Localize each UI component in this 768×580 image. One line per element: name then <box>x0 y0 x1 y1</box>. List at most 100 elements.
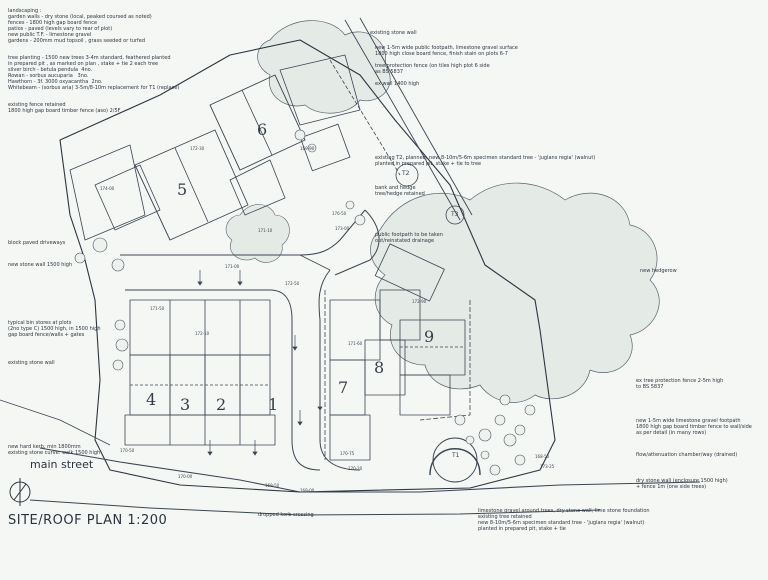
footpath-diagonal <box>344 19 461 221</box>
bottom-right-notes: limestone gravel around trees, dry stone… <box>478 508 650 532</box>
tree-symbol <box>514 454 526 466</box>
tree-symbol <box>514 424 526 436</box>
terrace-front-gardens <box>124 414 276 446</box>
unit-number: 1 <box>268 395 279 414</box>
main-street-west <box>0 399 111 446</box>
fence-ne <box>329 59 401 176</box>
plot-5-garden <box>69 144 146 241</box>
spot-level: 171-50 <box>150 306 165 311</box>
footpath-diagonal-edge <box>359 17 473 216</box>
access-road-inner <box>125 289 321 471</box>
tree-planting-notes: tree planting - 1500 new trees 3-4m stan… <box>8 55 180 91</box>
tree-symbol <box>115 338 129 352</box>
existing-stone-wall-note: existing stone wall <box>8 360 55 366</box>
tree-canopy-east <box>370 182 660 403</box>
tree-symbol <box>480 450 490 460</box>
spot-level: 170-20 <box>348 466 363 471</box>
spot-level: 169-00 <box>300 488 315 493</box>
tree-symbol <box>354 214 366 226</box>
main-street-south-edge <box>29 499 601 516</box>
plot-9-garden <box>399 374 451 416</box>
plot-6-ridge <box>241 89 273 156</box>
new-hedgerow-note: new hedgerow <box>640 268 677 274</box>
tree-canopy-west <box>225 204 290 263</box>
tree-symbol <box>499 394 511 406</box>
spot-level: 173-25 <box>540 464 555 469</box>
plot-7-garden <box>329 299 381 361</box>
tree-symbol <box>489 464 501 476</box>
spot-level: 169-90 <box>300 146 315 151</box>
spot-level: 172-90 <box>412 299 427 304</box>
tree-protection-note: ex tree protection fence 2-5m high to BS… <box>636 378 724 390</box>
access-road-east <box>318 269 361 471</box>
spot-level: 173-00 <box>335 226 350 231</box>
tree-symbol <box>503 433 517 447</box>
tree-t2 <box>395 163 419 187</box>
spot-level: 172-10 <box>195 331 210 336</box>
fall-arrow-head <box>237 281 243 286</box>
spot-level: 171-10 <box>258 228 273 233</box>
unit-number: 6 <box>257 120 268 139</box>
tree-symbol <box>74 252 86 264</box>
site-boundary <box>59 39 556 493</box>
tree-t3 <box>445 205 465 225</box>
tree-tag-t1: T1 <box>452 452 460 459</box>
tree-symbol <box>112 359 124 371</box>
unit-number: 9 <box>424 327 435 346</box>
access-road-mid <box>299 254 331 271</box>
fall-arrow-head <box>297 421 303 426</box>
plot-7-front <box>329 414 371 461</box>
fence-notes: existing fence retained 1800 high gap bo… <box>8 102 121 114</box>
spot-level: 171-00 <box>225 264 240 269</box>
spot-level: 170-75 <box>340 451 355 456</box>
spot-level: 169-50 <box>265 483 280 488</box>
dropped-kerb-note: dropped kerb crossing <box>258 512 314 518</box>
fence-east-plots <box>324 290 471 460</box>
east-footpath-note: new 1-5m wide limestone gravel footpath … <box>636 418 752 436</box>
spot-level: 171-60 <box>348 341 363 346</box>
plot-5-garage <box>94 164 161 231</box>
tree-t1 <box>432 437 478 483</box>
plot-6-garden <box>279 54 361 126</box>
plot-5-footprint <box>134 129 249 241</box>
tree-symbol <box>478 428 492 442</box>
spot-level: 174-00 <box>100 186 115 191</box>
tree-symbol <box>92 237 108 253</box>
tree-symbol <box>307 143 317 153</box>
tree-canopy-north <box>257 20 391 114</box>
fall-arrow-head <box>252 451 258 456</box>
tree-t1-wall <box>429 448 481 476</box>
tree-symbol <box>294 129 306 141</box>
unit-number: 5 <box>177 180 188 199</box>
street-label: main street <box>30 458 94 471</box>
spot-level: 176-50 <box>332 211 347 216</box>
plot-6-footprint <box>209 74 306 171</box>
spot-level: 172-30 <box>190 146 205 151</box>
flow-control-note: flow/attenuation chamber/way (drained) <box>636 452 738 458</box>
north-east-notes: new 1-5m wide public footpath, limestone… <box>375 45 518 87</box>
access-road-turn <box>334 209 380 276</box>
tree-symbol <box>524 404 536 416</box>
fall-arrow-head <box>317 406 323 411</box>
unit-number: 8 <box>374 358 385 377</box>
bank-hedge-note: bank and hedge tree/hedge retained <box>375 185 425 197</box>
spot-level: 170-00 <box>178 474 193 479</box>
plot-6-garage <box>229 159 286 216</box>
tree-tag-t3: T3 <box>451 211 459 218</box>
unit-number: 4 <box>146 390 157 409</box>
terrace-rear-gardens <box>129 299 271 356</box>
garage-east-block <box>299 123 351 172</box>
unit-number: 2 <box>216 395 227 414</box>
unit-number: 7 <box>338 378 349 397</box>
fall-arrow-head <box>207 451 213 456</box>
tree-symbol <box>114 319 126 331</box>
existing-wall-note: existing stone wall <box>370 30 417 36</box>
tree-tag-t2: T2 <box>402 170 410 177</box>
tree-symbol <box>494 414 506 426</box>
typical-bin-note: typical bin stores at plots (2no type C)… <box>8 320 101 338</box>
dry-stone-wall-note: dry stone wall (enclosure 1500 high) + f… <box>636 478 728 490</box>
new-stone-wall-note: new stone wall 1500 high <box>8 262 73 268</box>
unit-number: 3 <box>180 395 191 414</box>
